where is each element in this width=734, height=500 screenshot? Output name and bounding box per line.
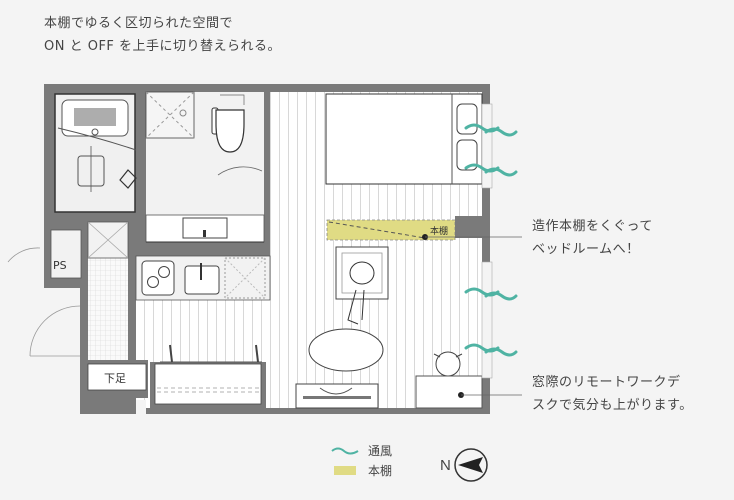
top-caption-line2: ON と OFF を上手に切り替えられる。 <box>44 39 282 54</box>
annotation-bookshelf-line2: ベッドルームへ！ <box>532 242 640 257</box>
remote-desk <box>415 261 522 409</box>
legend-item-wind: 通風 <box>330 440 392 460</box>
annotation-desk-line1: 窓際のリモートワークデ <box>532 375 681 390</box>
tv-stand <box>295 383 379 409</box>
ps-label: PS <box>53 259 67 272</box>
bathtub <box>57 99 137 192</box>
legend: 通風 本棚 <box>330 440 392 480</box>
north-label: N <box>440 456 451 474</box>
bookshelf-label: 本棚 <box>430 225 448 237</box>
annotation-bookshelf: 造作本棚をくぐって ベッドルームへ！ <box>532 215 653 261</box>
bookshelf: 本棚 <box>326 216 522 241</box>
rug <box>308 328 384 372</box>
compass: N <box>440 447 489 483</box>
kitchen <box>141 257 266 363</box>
legend-label-wind: 通風 <box>368 443 393 458</box>
legend-item-bookshelf: 本棚 <box>330 460 392 480</box>
bed <box>325 93 493 189</box>
annotation-bookshelf-line1: 造作本棚をくぐって <box>532 219 653 234</box>
legend-label-bookshelf: 本棚 <box>368 463 393 478</box>
annotation-desk: 窓際のリモートワークデ スクで気分も上がります。 <box>532 371 693 417</box>
wind-wave-icon <box>331 447 359 455</box>
person-chair <box>335 246 389 325</box>
north-arrow-icon <box>454 448 488 482</box>
toilet-room <box>145 91 265 243</box>
top-caption: 本棚でゆるく区切られた空間で ON と OFF を上手に切り替えられる。 <box>44 12 281 58</box>
shoe-box-label: 下足 <box>104 372 126 385</box>
bookshelf-swatch <box>334 465 356 475</box>
wind-icon <box>464 123 518 357</box>
annotation-desk-line2: スクで気分も上がります。 <box>532 398 693 413</box>
top-caption-line1: 本棚でゆるく区切られた空間で <box>44 16 234 31</box>
